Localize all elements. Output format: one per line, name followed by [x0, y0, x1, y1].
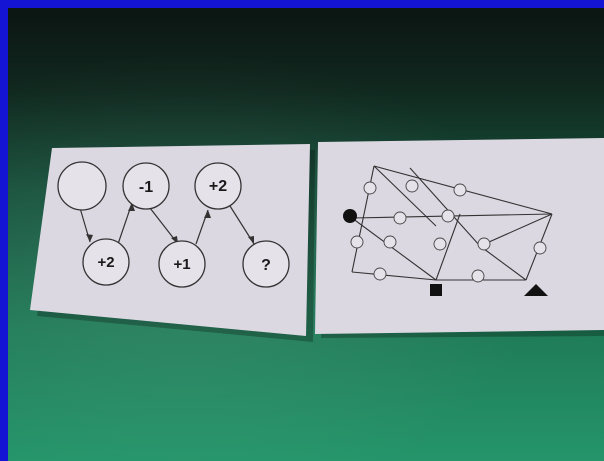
maze-node: [434, 238, 446, 250]
maze-node: [478, 238, 490, 250]
maze-node: [394, 212, 406, 224]
maze-node: [472, 270, 484, 282]
maze-node: [406, 180, 418, 192]
circle-empty: [58, 162, 106, 210]
maze-node: [351, 236, 363, 248]
maze-node: [442, 210, 454, 222]
label-question: ?: [261, 257, 271, 274]
maze-node: [384, 236, 396, 248]
square-marker: [430, 284, 442, 296]
maze-node: [454, 184, 466, 196]
maze-node: [374, 268, 386, 280]
card-right: [315, 138, 604, 334]
maze-node: [364, 182, 376, 194]
label-minus-1: -1: [139, 179, 153, 196]
maze-node: [534, 242, 546, 254]
label-plus-2-top: +2: [209, 178, 227, 195]
card-left: -1 +2 +2 +1 ?: [30, 144, 310, 336]
label-plus-1: +1: [173, 256, 190, 273]
start-circle-marker: [343, 209, 357, 223]
label-plus-2-bottom: +2: [97, 254, 114, 271]
